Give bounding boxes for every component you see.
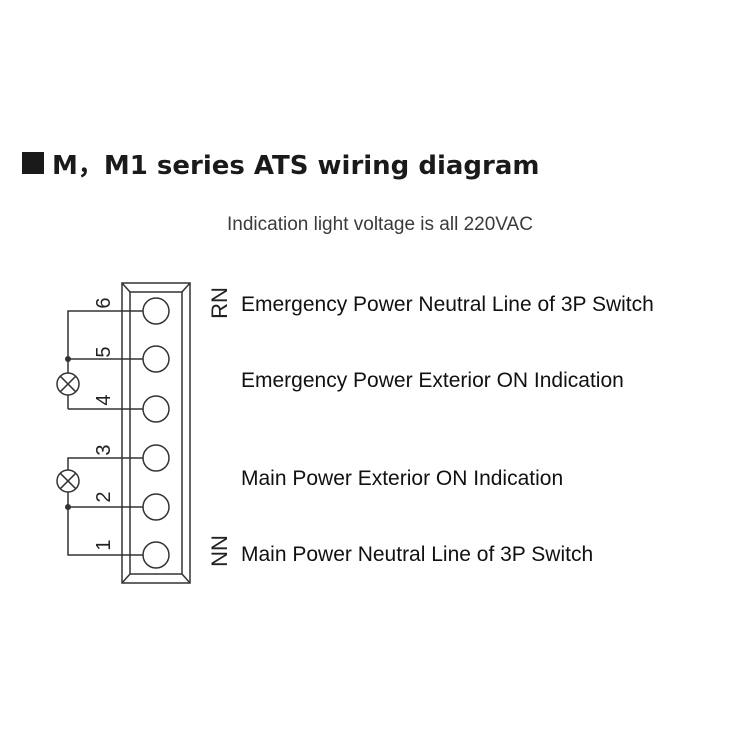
- desc-pins-4-5: Emergency Power Exterior ON Indication: [241, 369, 624, 392]
- terminal-2-screw: [142, 493, 170, 521]
- wire-pin-6: [67, 310, 143, 359]
- wire-pin-1: [67, 507, 143, 556]
- pin-label-5: 5: [93, 346, 115, 357]
- terminal-block: [121, 282, 191, 584]
- lamp-cross-circle-icon: [56, 469, 80, 493]
- terminal-5-screw: [142, 345, 170, 373]
- side-label-nn: NN: [207, 535, 232, 567]
- wire-pin-3: [67, 457, 143, 470]
- subtitle: Indication light voltage is all 220VAC: [227, 214, 533, 235]
- desc-pin-1: Main Power Neutral Line of 3P Switch: [241, 543, 594, 566]
- pin-label-1: 1: [93, 539, 115, 550]
- junction-dot: [65, 504, 71, 510]
- desc-pins-2-3: Main Power Exterior ON Indication: [241, 467, 564, 490]
- pin-label-6: 6: [93, 297, 115, 308]
- lamp-cross-circle-icon: [56, 372, 80, 396]
- terminal-4-screw: [142, 395, 170, 423]
- pin-label-2: 2: [93, 491, 115, 502]
- diagram-title: M，M1 series ATS wiring diagram: [22, 143, 540, 183]
- terminal-block-outer: [121, 282, 191, 584]
- filled-square-icon: [22, 152, 44, 174]
- terminal-3-screw: [142, 444, 170, 472]
- title-text: M，M1 series ATS wiring diagram: [52, 150, 540, 181]
- terminal-1-screw: [142, 541, 170, 569]
- terminal-block-inner: [129, 291, 183, 575]
- junction-dot: [65, 356, 71, 362]
- side-label-rn: RN: [207, 287, 232, 319]
- pin-label-3: 3: [93, 444, 115, 455]
- pin-label-4: 4: [93, 394, 115, 405]
- terminal-6-screw: [142, 297, 170, 325]
- desc-pin-6: Emergency Power Neutral Line of 3P Switc…: [241, 293, 654, 316]
